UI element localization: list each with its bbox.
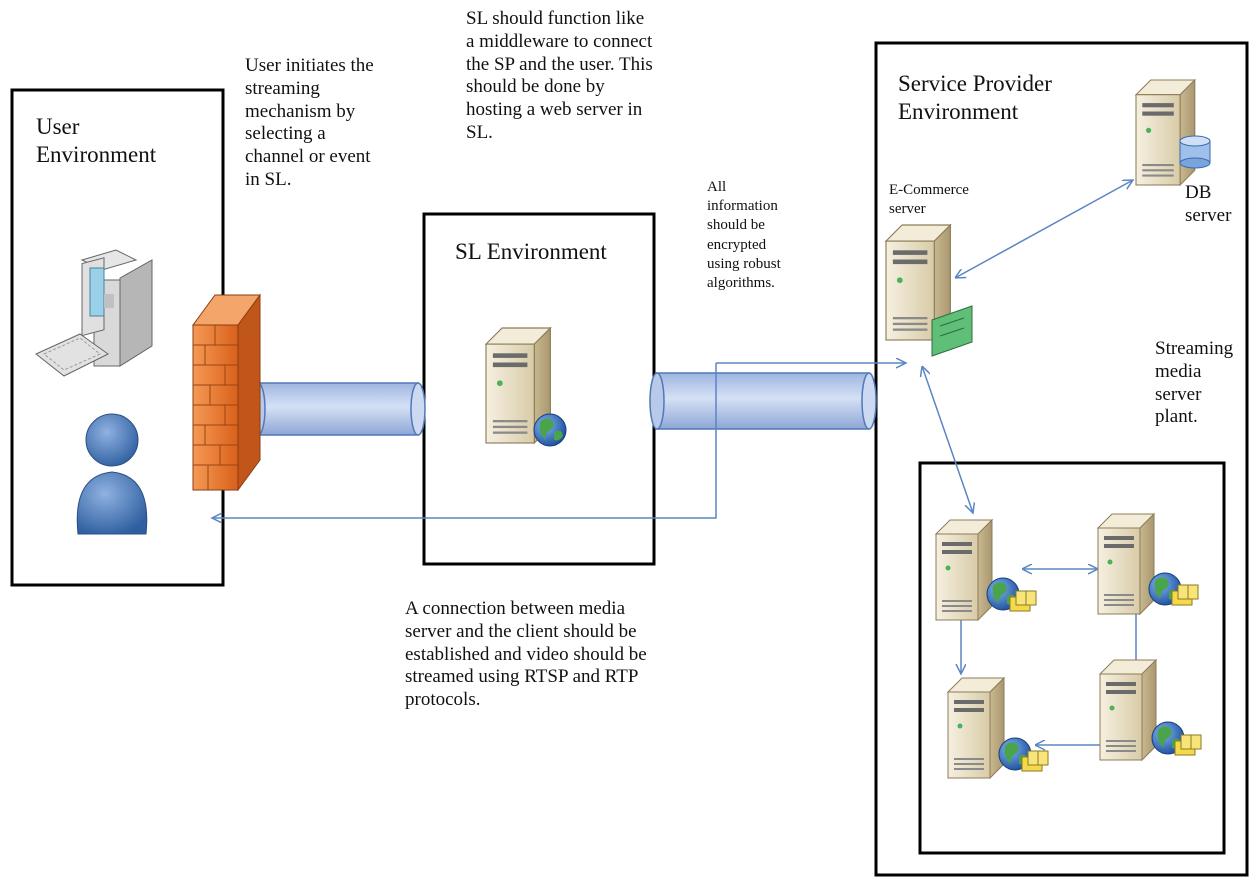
ecommerce-plant-arrow [922,366,973,513]
streaming-plant-label: Streaming media server plant. [1155,338,1234,428]
ecommerce-server-label: E-Commerce server [889,182,969,218]
computer-icon [35,249,153,377]
network-card-icon [931,305,973,357]
return-stream-arrow [212,363,717,518]
globe-icon [533,413,567,447]
user-initiates-note: User initiates the streaming mechanism b… [245,55,374,190]
service-provider-environment-box [874,41,1249,877]
person-icon [76,413,148,535]
encryption-note: All information should be encrypted usin… [707,179,781,291]
sl-middleware-note: SL should function like a middleware to … [466,8,653,143]
streaming-server-icon [1097,513,1199,615]
streaming-server-icon [1099,659,1202,761]
user-sl-pipe [250,382,426,436]
streaming-server-icon [935,519,1037,621]
sl-sp-pipe [649,372,877,430]
db-server-icon [1135,79,1196,186]
firewall-icon [192,293,261,492]
user-environment-title: User Environment [36,114,157,167]
streaming-server-icon [947,677,1049,779]
sl-environment-title: SL Environment [455,239,607,264]
connection-note: A connection between media server and th… [405,598,647,711]
ecommerce-db-arrow [955,180,1133,278]
database-icon [1179,135,1211,169]
db-server-label: DB server [1185,182,1232,226]
streaming-plant-box [918,461,1226,855]
service-provider-environment-title: Service Provider Environment [898,71,1052,124]
